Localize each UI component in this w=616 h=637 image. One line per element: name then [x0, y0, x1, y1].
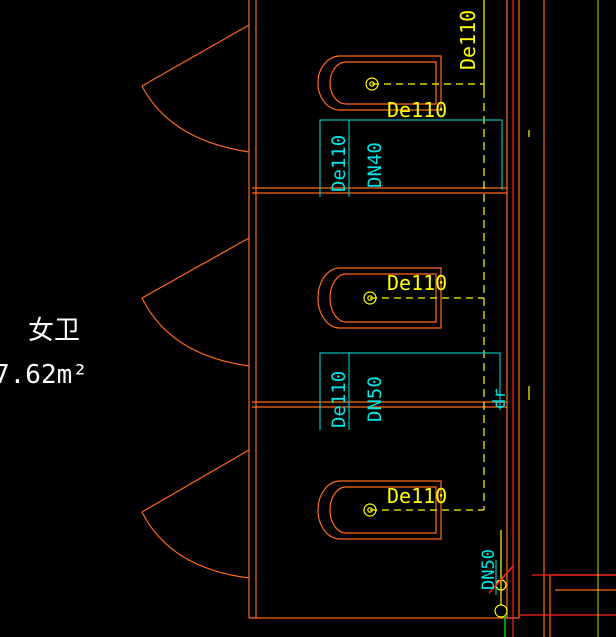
toilet-1	[317, 55, 442, 111]
pipe-labels: De110 De110 De110 De110	[387, 10, 480, 508]
room-name: 女卫	[28, 316, 80, 346]
label-bottom-dn: DN50	[479, 549, 499, 590]
label-toilet-2-pipe: De110	[387, 271, 447, 295]
door-stall-2	[141, 237, 250, 367]
drain-circle-1-inner	[369, 81, 375, 87]
leader-branch-1	[319, 119, 503, 197]
drain-circle-2	[363, 291, 377, 305]
label-branch-2-dn: DN50	[364, 376, 386, 422]
label-toilet-3-pipe: De110	[387, 484, 447, 508]
doors	[141, 24, 250, 579]
toilet-3	[317, 480, 442, 540]
room-area: 7.62m²	[0, 360, 88, 390]
walls	[248, 0, 520, 619]
branch-labels: De110 DN40 De110 DN50 dr DN50	[328, 135, 510, 590]
door-stall-3	[141, 449, 250, 579]
label-toilet-1-pipe: De110	[387, 98, 447, 122]
label-floor-drain-marker: dr	[490, 389, 510, 409]
leader-branch-2	[319, 352, 501, 430]
annotation-leaders	[319, 119, 503, 595]
fixtures	[317, 55, 442, 540]
drain-pipes	[363, 0, 530, 618]
label-branch-1-dn: DN40	[364, 142, 386, 188]
drain-circle-2-inner	[367, 295, 373, 301]
toilet-2	[317, 267, 442, 329]
cut-mark	[488, 565, 514, 594]
drain-circle-1	[365, 77, 379, 91]
room-label: 女卫 7.62m²	[0, 316, 88, 390]
label-branch-1-de: De110	[328, 135, 350, 192]
drain-circle-3-inner	[367, 507, 373, 513]
label-riser-top: De110	[456, 10, 480, 70]
exterior-lines	[488, 0, 616, 637]
door-stall-1	[141, 24, 250, 153]
label-branch-2-de: De110	[328, 371, 350, 428]
drain-circle-3	[363, 503, 377, 517]
